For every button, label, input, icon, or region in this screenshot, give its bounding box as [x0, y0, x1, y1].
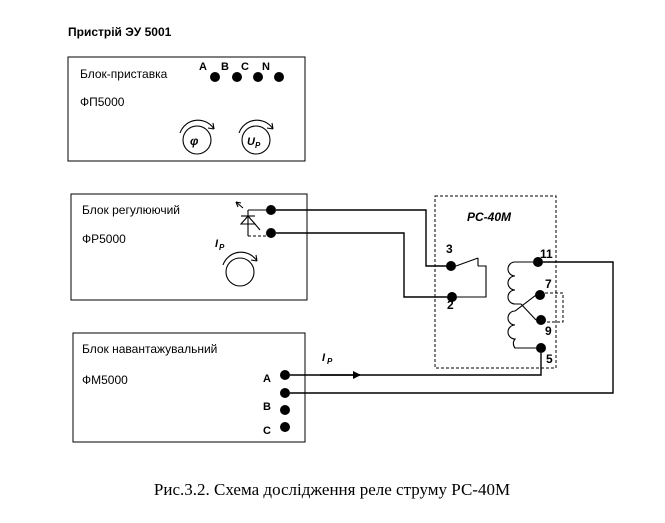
- relay-pin-11: [533, 257, 543, 267]
- block-prystavka-frame: [67, 56, 306, 162]
- block-navantazhuvalnyi-model: ФМ5000: [82, 373, 128, 387]
- relay-pin-7: [535, 290, 545, 300]
- current-knob-sub: P: [219, 243, 225, 252]
- block-rehuliuiuchyi-model: ФР5000: [82, 232, 126, 246]
- relay-coil-lower: [507, 310, 536, 349]
- relay-rs40m: РС-40М 3 2 11 7 9 5: [434, 195, 564, 369]
- relay-name: РС-40М: [467, 210, 512, 224]
- phi-knob[interactable]: φ: [179, 119, 215, 155]
- block-prystavka-model: ФП5000: [80, 95, 125, 109]
- wiring: [276, 209, 614, 394]
- figure-caption: Рис.3.2. Схема дослідження реле струму Р…: [154, 480, 510, 499]
- terminal-label-n: N: [262, 61, 270, 73]
- relay-coil-upper: [507, 261, 533, 305]
- load-terminal-a2: [280, 388, 290, 398]
- block-navantazhuvalnyi-name: Блок навантажувальний: [82, 342, 217, 356]
- relay-pin-label-7: 7: [545, 277, 552, 291]
- load-terminal-label-b: B: [263, 401, 271, 413]
- terminal-label-b: B: [221, 61, 229, 73]
- thyristor-symbol: [235, 201, 268, 237]
- current-arrow-sub: P: [327, 357, 333, 366]
- terminal-label-a: A: [199, 61, 207, 73]
- load-terminal-a1: [280, 370, 290, 380]
- voltage-knob-label: U: [247, 136, 256, 148]
- terminal-c: [253, 72, 263, 82]
- current-knob-label: I: [215, 238, 219, 250]
- relay-pin-9: [536, 315, 546, 325]
- terminal-a: [210, 72, 220, 82]
- terminal-reg-2: [266, 228, 276, 238]
- load-terminal-c: [280, 422, 290, 432]
- relay-pin-2: [447, 292, 457, 302]
- load-terminal-label-a: A: [263, 373, 271, 385]
- relay-pin-3: [446, 261, 456, 271]
- load-terminal-b: [280, 405, 290, 415]
- block-rehuliuiuchyi-name: Блок регулюючий: [82, 203, 180, 217]
- terminal-reg-1: [266, 205, 276, 215]
- relay-pin-label-9: 9: [545, 324, 552, 338]
- relay-pin-label-11: 11: [540, 247, 553, 261]
- phi-knob-label: φ: [190, 134, 199, 148]
- current-knob[interactable]: I P: [215, 238, 258, 287]
- block-navantazhuvalnyi-frame: [72, 332, 306, 443]
- terminal-b: [232, 72, 242, 82]
- relay-pin-5: [536, 343, 546, 353]
- device-title: Пристрій ЭУ 5001: [68, 25, 172, 39]
- current-arrow-label: I: [322, 352, 326, 364]
- block-navantazhuvalnyi: Блок навантажувальний ФМ5000 A B C: [72, 332, 306, 443]
- block-prystavka-name: Блок-приставка: [80, 67, 168, 81]
- relay-pin-label-3: 3: [446, 242, 453, 256]
- terminal-label-c: C: [241, 61, 249, 73]
- block-rehuliuiuchyi-frame: [70, 193, 308, 301]
- block-rehuliuiuchyi: Блок регулюючий ФР5000 I P: [70, 193, 308, 301]
- relay-frame: [434, 195, 557, 369]
- relay-pin-label-2: 2: [447, 298, 454, 312]
- relay-pin-label-5: 5: [546, 352, 553, 366]
- voltage-knob-sub: P: [255, 141, 261, 150]
- relay-jumper: [545, 292, 564, 323]
- block-prystavka: Блок-приставка ФП5000 A B C N φ U P: [67, 56, 306, 162]
- terminal-n: [274, 72, 284, 82]
- load-terminal-label-c: C: [263, 425, 271, 437]
- voltage-knob[interactable]: U P: [238, 119, 274, 155]
